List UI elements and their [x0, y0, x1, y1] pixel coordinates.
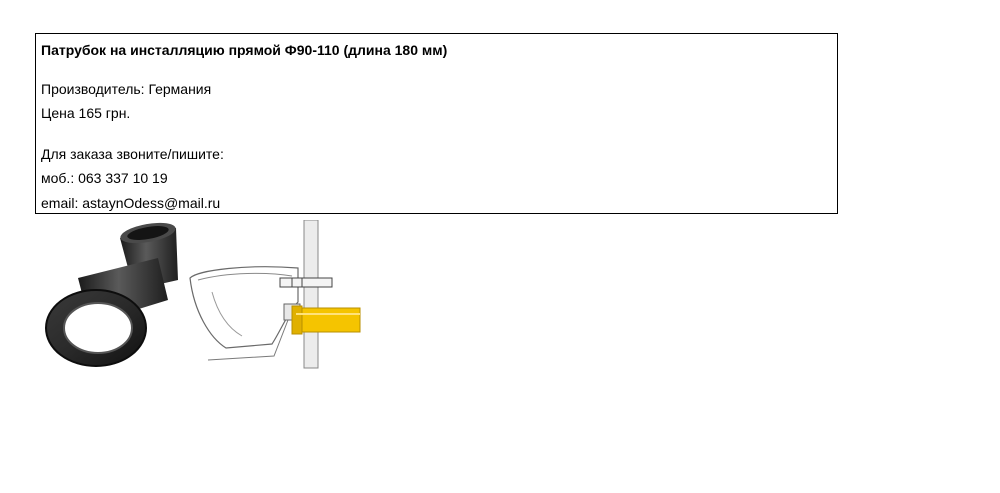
email-text: email: astaynOdess@mail.ru — [41, 195, 221, 211]
pipe-fitting-image — [45, 222, 178, 367]
phone-text: моб.: 063 337 10 19 — [41, 170, 168, 186]
contact-heading: Для заказа звоните/пишите: — [41, 146, 224, 162]
product-info-box: Патрубок на инсталляцию прямой Ф90-110 (… — [35, 33, 838, 214]
product-title: Патрубок на инсталляцию прямой Ф90-110 (… — [41, 42, 448, 58]
price-text: Цена 165 грн. — [41, 105, 131, 121]
manufacturer-text: Производитель: Германия — [41, 81, 212, 97]
installation-diagram — [189, 220, 361, 369]
